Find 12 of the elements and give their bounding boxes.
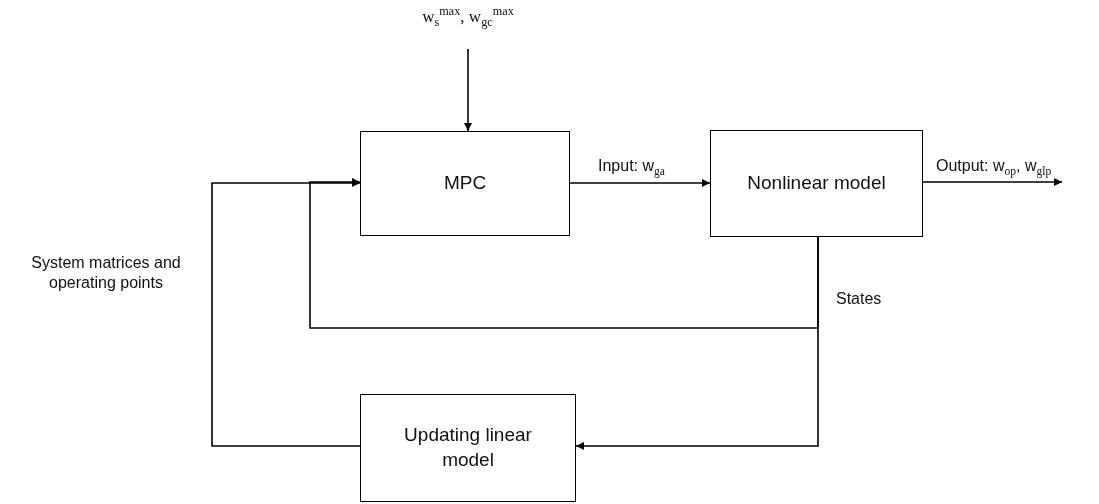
edge-label: Input: w$_{ga}$ (598, 156, 665, 179)
arrow (922, 178, 1063, 186)
edge-label: States (836, 289, 882, 309)
process-box: Updating linear model (360, 394, 576, 502)
process-box: MPC (360, 131, 570, 236)
arrow (211, 179, 361, 447)
edge-label: Output: w$_{op}$, w$_{glp}$ (936, 156, 1052, 179)
arrow (569, 179, 711, 187)
edge-label: System matrices and operating points (30, 253, 182, 293)
process-box: Nonlinear model (710, 130, 923, 237)
arrow (309, 178, 819, 329)
arrow (464, 48, 472, 132)
